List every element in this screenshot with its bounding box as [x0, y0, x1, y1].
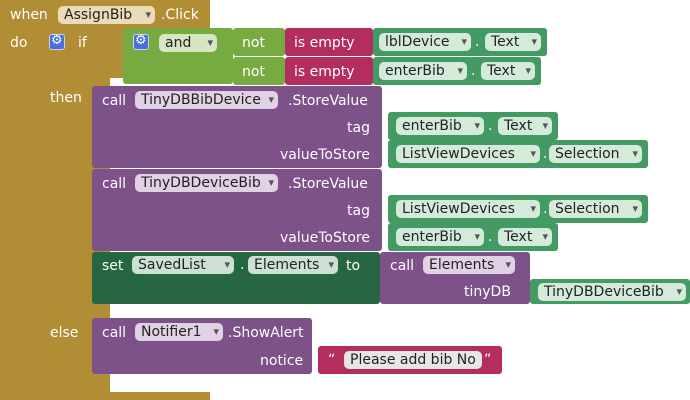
- is-empty-block-1[interactable]: is empty: [285, 28, 373, 56]
- component-dropdown-listviewdevices[interactable]: ListViewDevices: [396, 200, 540, 218]
- component-dropdown-tinydbdevicebib[interactable]: TinyDBDeviceBib: [538, 283, 686, 301]
- property-dropdown-text[interactable]: Text: [498, 117, 552, 135]
- mutator-gear-icon[interactable]: [49, 33, 65, 50]
- tinydb-label: tinyDB: [464, 284, 511, 300]
- open-quote: “: [328, 352, 336, 368]
- text-string-block[interactable]: “ Please add bib No ”: [318, 346, 502, 374]
- dot-separator: .: [475, 34, 480, 50]
- component-block-tinydbdevicebib[interactable]: TinyDBDeviceBib: [530, 279, 690, 304]
- call-notifier1-showalert[interactable]: call Notifier1 .ShowAlert notice: [92, 318, 312, 374]
- component-dropdown-notifier1[interactable]: Notifier1: [135, 323, 223, 341]
- if-block-shape: [40, 28, 125, 383]
- property-dropdown-selection[interactable]: Selection: [549, 200, 642, 218]
- call-tinydbdevicebib-storevalue[interactable]: call TinyDBDeviceBib .StoreValue tag val…: [92, 169, 382, 251]
- if-label: if: [78, 35, 87, 51]
- event-name-label: .Click: [161, 7, 199, 23]
- to-label: to: [346, 258, 361, 274]
- dot-separator: .: [488, 229, 493, 245]
- component-dropdown-lbldevice[interactable]: lblDevice: [379, 33, 471, 51]
- component-getter-enterbib-text[interactable]: enterBib . Text: [373, 57, 541, 85]
- dot-separator: .: [240, 257, 245, 273]
- dot-separator: .: [488, 118, 493, 134]
- then-label: then: [50, 90, 82, 106]
- dot-separator: .: [543, 201, 548, 217]
- component-dropdown-tinydbdevicebib[interactable]: TinyDBDeviceBib: [135, 174, 278, 192]
- property-dropdown-text[interactable]: Text: [498, 228, 552, 246]
- notice-label: notice: [260, 353, 304, 369]
- call-label: call: [390, 258, 415, 274]
- set-savedlist-elements[interactable]: set SavedList . Elements to: [92, 252, 380, 304]
- call-tinydbbibdevice-storevalue[interactable]: call TinyDBBibDevice .StoreValue tag val…: [92, 86, 382, 168]
- component-dropdown-listviewdevices[interactable]: ListViewDevices: [396, 145, 540, 163]
- component-dropdown-enterbib[interactable]: enterBib: [396, 228, 484, 246]
- property-dropdown-selection[interactable]: Selection: [549, 145, 642, 163]
- is-empty-block-2[interactable]: is empty: [285, 57, 373, 85]
- property-dropdown-elements[interactable]: Elements: [248, 256, 338, 274]
- method-label: .StoreValue: [288, 93, 368, 109]
- is-empty-label-2: is empty: [294, 64, 355, 80]
- component-dropdown-enterbib[interactable]: enterBib: [379, 62, 467, 80]
- and-block[interactable]: and: [123, 28, 233, 84]
- component-getter-lbldevice-text[interactable]: lblDevice . Text: [373, 28, 547, 56]
- when-label: when: [10, 7, 48, 23]
- property-dropdown-text[interactable]: Text: [481, 62, 535, 80]
- value-getter-enterbib-text[interactable]: enterBib . Text: [388, 223, 558, 251]
- valuetostore-label: valueToStore: [280, 147, 370, 163]
- dot-separator: .: [543, 146, 548, 162]
- method-label: .StoreValue: [288, 176, 368, 192]
- not-label-2: not: [242, 64, 265, 80]
- component-dropdown-savedlist[interactable]: SavedList: [132, 256, 234, 274]
- valuetostore-label: valueToStore: [280, 230, 370, 246]
- tag-getter-listviewdevices-selection[interactable]: ListViewDevices . Selection: [388, 195, 648, 223]
- getter-dropdown-elements[interactable]: Elements: [423, 256, 515, 274]
- tag-getter-enterbib-text[interactable]: enterBib . Text: [388, 112, 558, 140]
- value-getter-listviewdevices-selection[interactable]: ListViewDevices . Selection: [388, 140, 648, 168]
- call-label: call: [102, 176, 127, 192]
- dot-separator: .: [471, 63, 476, 79]
- and-operator-dropdown[interactable]: and: [159, 34, 217, 52]
- string-value-field[interactable]: Please add bib No: [344, 351, 482, 369]
- tag-label: tag: [347, 203, 370, 219]
- method-label: .ShowAlert: [228, 325, 304, 341]
- not-label-1: not: [242, 35, 265, 51]
- is-empty-label-1: is empty: [294, 35, 355, 51]
- close-quote: ”: [484, 352, 492, 368]
- call-label: call: [102, 325, 127, 341]
- do-label: do: [10, 35, 28, 51]
- component-dropdown-tinydbbibdevice[interactable]: TinyDBBibDevice: [135, 91, 278, 109]
- set-label: set: [102, 258, 124, 274]
- property-dropdown-text[interactable]: Text: [485, 33, 541, 51]
- else-label: else: [50, 325, 79, 341]
- not-block-2[interactable]: not: [233, 57, 285, 85]
- tag-label: tag: [347, 120, 370, 136]
- if-block[interactable]: if then else: [40, 28, 125, 388]
- call-tinydb-getter-elements[interactable]: call Elements tinyDB: [380, 252, 530, 304]
- not-block-1[interactable]: not: [233, 28, 285, 56]
- call-label: call: [102, 93, 127, 109]
- component-dropdown-assignbib[interactable]: AssignBib: [58, 6, 155, 24]
- component-dropdown-enterbib[interactable]: enterBib: [396, 117, 484, 135]
- and-mutator-gear-icon[interactable]: [133, 33, 149, 50]
